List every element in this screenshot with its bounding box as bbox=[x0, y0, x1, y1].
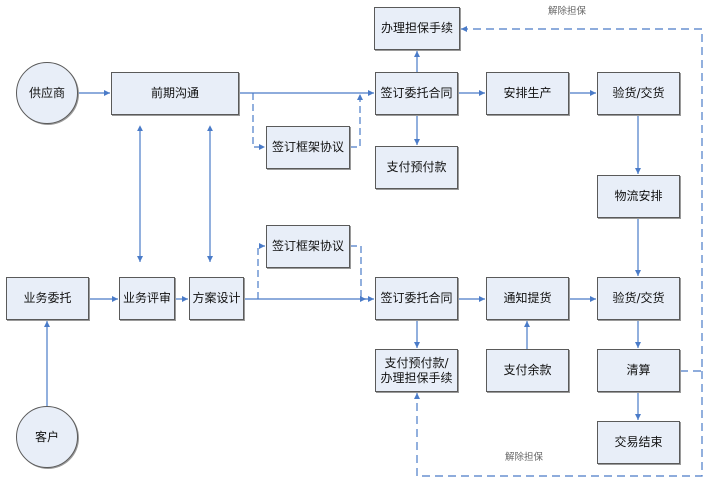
edge-release-guarantee-bottom bbox=[414, 371, 703, 477]
solution-design-node[interactable]: 方案设计 bbox=[189, 277, 244, 320]
edge-release-guarantee-top bbox=[461, 26, 703, 372]
guarantee-procedure-label: 办理担保手续 bbox=[380, 21, 453, 35]
notify-pickup-node[interactable]: 通知提货 bbox=[486, 277, 569, 320]
business-review-node[interactable]: 业务评审 bbox=[119, 277, 175, 320]
notify-pickup-label: 通知提货 bbox=[503, 291, 552, 305]
inspect-deliver-bottom-node[interactable]: 验货/交货 bbox=[597, 277, 680, 320]
contract-top-node[interactable]: 签订委托合同 bbox=[375, 72, 458, 115]
settlement-node[interactable]: 清算 bbox=[597, 349, 680, 392]
logistics-label: 物流安排 bbox=[614, 189, 663, 203]
early-communication-label: 前期沟通 bbox=[150, 86, 199, 100]
inspect-deliver-top-node[interactable]: 验货/交货 bbox=[597, 72, 680, 115]
guarantee-procedure-node[interactable]: 办理担保手续 bbox=[374, 7, 460, 50]
pay-balance-node[interactable]: 支付余款 bbox=[486, 349, 569, 392]
framework-bottom-node[interactable]: 签订框架协议 bbox=[266, 225, 350, 268]
inspect-deliver-bottom-label: 验货/交货 bbox=[612, 291, 665, 305]
customer-label: 客户 bbox=[34, 429, 59, 444]
prepayment-node[interactable]: 支付预付款 bbox=[375, 146, 458, 189]
prepay-guarantee-node[interactable]: 支付预付款/ 办理担保手续 bbox=[375, 349, 458, 392]
framework-top-label: 签订框架协议 bbox=[271, 140, 344, 154]
prepay-guarantee-label: 支付预付款/ 办理担保手续 bbox=[380, 355, 453, 385]
supplier-label: 供应商 bbox=[28, 85, 65, 100]
contract-bottom-label: 签订委托合同 bbox=[380, 291, 453, 305]
release-guarantee-bottom-label: 解除担保 bbox=[505, 452, 544, 463]
solution-design-label: 方案设计 bbox=[192, 291, 241, 305]
customer-node[interactable]: 客户 bbox=[16, 406, 78, 468]
logistics-node[interactable]: 物流安排 bbox=[597, 175, 680, 218]
arrange-production-label: 安排生产 bbox=[503, 86, 552, 100]
edge-communication-framework bbox=[252, 93, 265, 150]
framework-top-node[interactable]: 签订框架协议 bbox=[266, 126, 350, 169]
prepayment-label: 支付预付款 bbox=[386, 160, 447, 174]
contract-bottom-node[interactable]: 签订委托合同 bbox=[375, 277, 458, 320]
settlement-label: 清算 bbox=[626, 363, 651, 377]
supplier-node[interactable]: 供应商 bbox=[16, 62, 78, 124]
edge-framework-contract-bottom bbox=[350, 245, 366, 302]
framework-bottom-label: 签订框架协议 bbox=[271, 239, 344, 253]
deal-end-label: 交易结束 bbox=[614, 435, 663, 449]
pay-balance-label: 支付余款 bbox=[503, 363, 552, 377]
business-review-label: 业务评审 bbox=[122, 291, 171, 305]
arrange-production-node[interactable]: 安排生产 bbox=[486, 72, 569, 115]
business-entrust-label: 业务委托 bbox=[23, 291, 72, 305]
inspect-deliver-top-label: 验货/交货 bbox=[612, 86, 665, 100]
release-guarantee-top-label: 解除担保 bbox=[548, 6, 587, 17]
business-entrust-node[interactable]: 业务委托 bbox=[6, 277, 89, 320]
deal-end-node[interactable]: 交易结束 bbox=[597, 421, 680, 464]
edge-design-framework bbox=[257, 243, 265, 299]
contract-top-label: 签订委托合同 bbox=[380, 86, 453, 100]
edge-framework-contract bbox=[350, 94, 363, 148]
early-communication-node[interactable]: 前期沟通 bbox=[111, 72, 239, 115]
